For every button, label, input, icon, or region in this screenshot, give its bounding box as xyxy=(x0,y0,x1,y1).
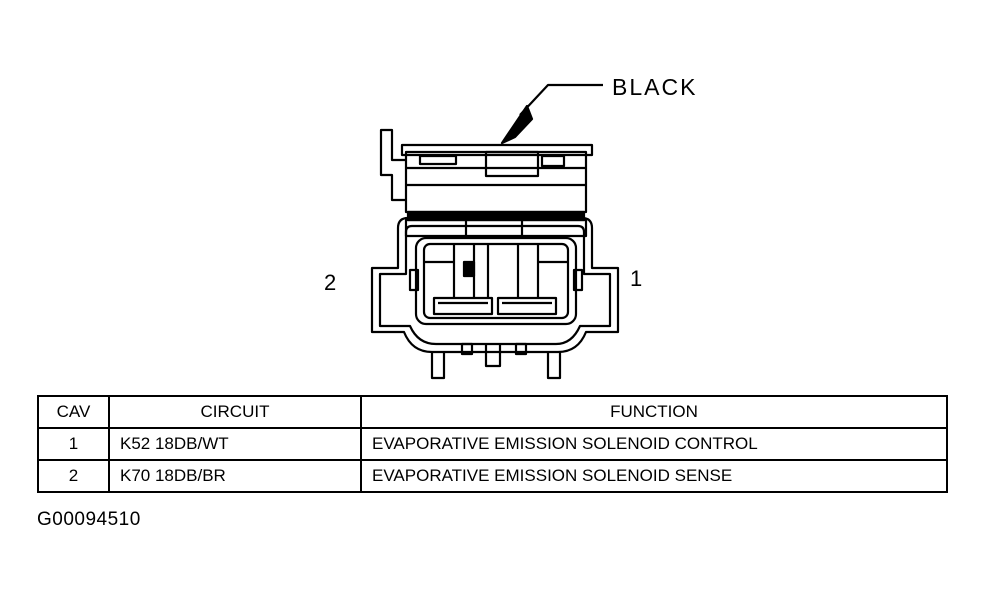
pin-2-label: 2 xyxy=(324,270,338,295)
header-cav: CAV xyxy=(37,395,110,429)
table-row: 2 K70 18DB/BR EVAPORATIVE EMISSION SOLEN… xyxy=(37,459,948,493)
cell-function: EVAPORATIVE EMISSION SOLENOID CONTROL xyxy=(360,427,948,461)
cell-circuit: K70 18DB/BR xyxy=(108,459,362,493)
table-header-row: CAV CIRCUIT FUNCTION xyxy=(37,395,948,429)
connector-diagram: BLACK 2 1 xyxy=(324,74,698,380)
cell-function: EVAPORATIVE EMISSION SOLENOID SENSE xyxy=(360,459,948,493)
connector-drawing xyxy=(370,83,620,380)
header-circuit: CIRCUIT xyxy=(108,395,362,429)
cell-circuit: K52 18DB/WT xyxy=(108,427,362,461)
cell-cav: 1 xyxy=(37,427,110,461)
connector-top-housing xyxy=(379,128,594,238)
connector-cavity xyxy=(408,236,584,326)
table-row: 1 K52 18DB/WT EVAPORATIVE EMISSION SOLEN… xyxy=(37,427,948,461)
color-leader-arrow xyxy=(500,83,603,145)
connector-color-label: BLACK xyxy=(612,74,698,100)
pin-1-label: 1 xyxy=(630,266,644,291)
pinout-table: CAV CIRCUIT FUNCTION 1 K52 18DB/WT EVAPO… xyxy=(37,395,948,493)
header-function: FUNCTION xyxy=(360,395,948,429)
connector-bottom-tabs xyxy=(430,342,562,380)
cell-cav: 2 xyxy=(37,459,110,493)
figure-id: G00094510 xyxy=(37,509,141,530)
connector-outer-shell xyxy=(370,216,620,354)
